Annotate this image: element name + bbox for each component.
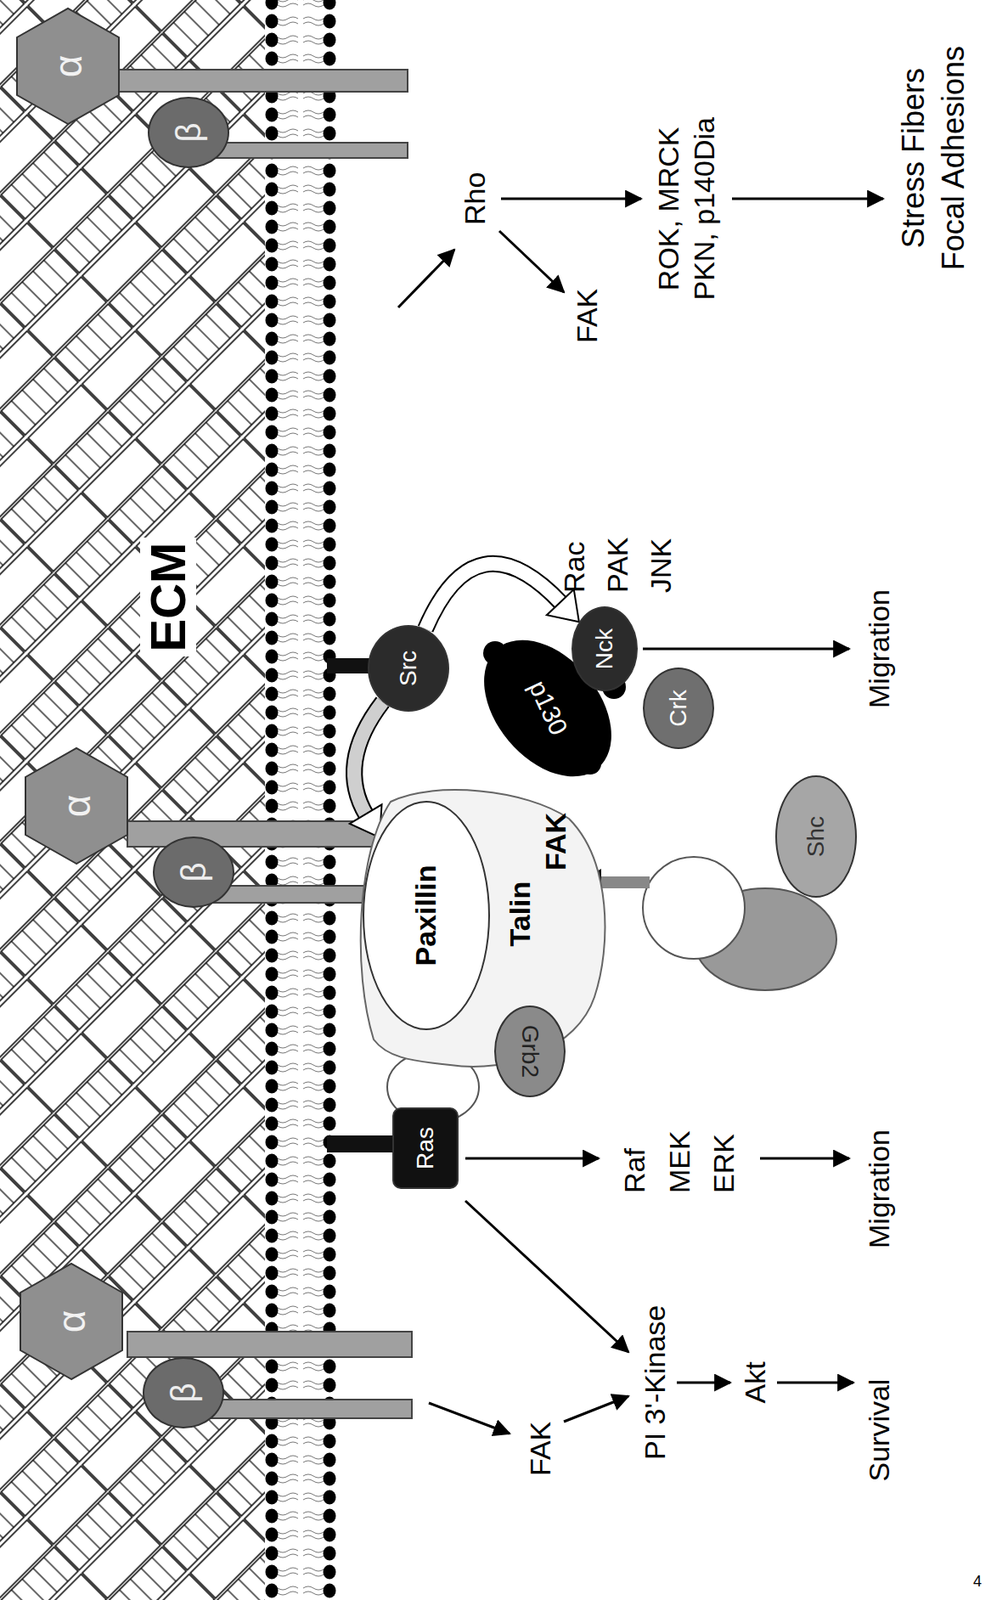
alpha-subunit: α xyxy=(15,6,121,126)
ras-protein: Ras xyxy=(392,1107,459,1189)
curved-arrow xyxy=(349,702,383,839)
node-text: Talin xyxy=(503,881,537,947)
page-number: 4 xyxy=(973,1572,982,1591)
node-text: Ras xyxy=(411,1126,440,1170)
arrow-outline xyxy=(354,702,383,817)
ecm-lattice xyxy=(0,0,265,1600)
pathway-label: Raf MEK ERK xyxy=(612,1123,747,1194)
pathway-label: FAK xyxy=(570,288,604,344)
node-text: α xyxy=(45,55,91,79)
pathway-label: PI 3'-Kinase xyxy=(638,1305,672,1460)
nck-protein: Nck xyxy=(571,606,638,692)
arrow-body xyxy=(425,563,562,630)
node-text: Shc xyxy=(802,816,830,857)
node-text: β xyxy=(174,862,214,883)
crk-protein: Crk xyxy=(642,667,715,749)
node-text: Grb2 xyxy=(516,1024,544,1078)
pathway-label: Rho xyxy=(458,172,492,226)
node-text: β xyxy=(163,1383,203,1403)
arrow-body xyxy=(354,702,383,817)
node-text: α xyxy=(49,1310,95,1334)
region-label: ECM xyxy=(140,537,198,658)
alpha-subunit: α xyxy=(23,746,130,866)
outcome-label: Stress Fibers Focal Adhesions xyxy=(894,39,975,278)
src-anchor xyxy=(326,658,372,674)
beta-subunit: β xyxy=(147,96,230,169)
pathway-label: Rac PAK JNK xyxy=(552,526,683,593)
shc-protein: Shc xyxy=(775,775,857,898)
outcome-label: Survival xyxy=(862,1379,896,1482)
curved-arrow xyxy=(425,563,580,630)
node-text: Src xyxy=(394,650,423,687)
node-text: Paxillin xyxy=(409,864,443,966)
src-kinase: Src xyxy=(367,625,450,712)
arrow-outline xyxy=(425,563,562,630)
outcome-label: Migration xyxy=(862,589,896,709)
integrin-stems xyxy=(118,69,412,1419)
node-text: β xyxy=(168,123,209,143)
node-text: α xyxy=(54,794,100,818)
node-text: FAK xyxy=(539,812,573,871)
ras-anchor xyxy=(326,1135,395,1153)
outcome-label: Migration xyxy=(862,1129,896,1249)
node-text: Crk xyxy=(664,689,693,727)
beta-subunit: β xyxy=(152,836,235,908)
pathway-label: Akt xyxy=(738,1361,772,1403)
arrow-head xyxy=(546,589,580,622)
lipid-bilayer xyxy=(264,0,337,1600)
grb2-protein: Grb2 xyxy=(494,1005,566,1098)
beta-subunit: β xyxy=(142,1356,225,1429)
alpha-subunit: α xyxy=(18,1261,124,1381)
pathway-label: ROK, MRCK PKN, p140Dia xyxy=(650,113,723,305)
node-text: Nck xyxy=(591,628,619,670)
pathway-label: FAK xyxy=(523,1421,558,1476)
paxillin-protein: Paxillin xyxy=(362,800,490,1031)
adaptor-shape xyxy=(642,856,745,959)
